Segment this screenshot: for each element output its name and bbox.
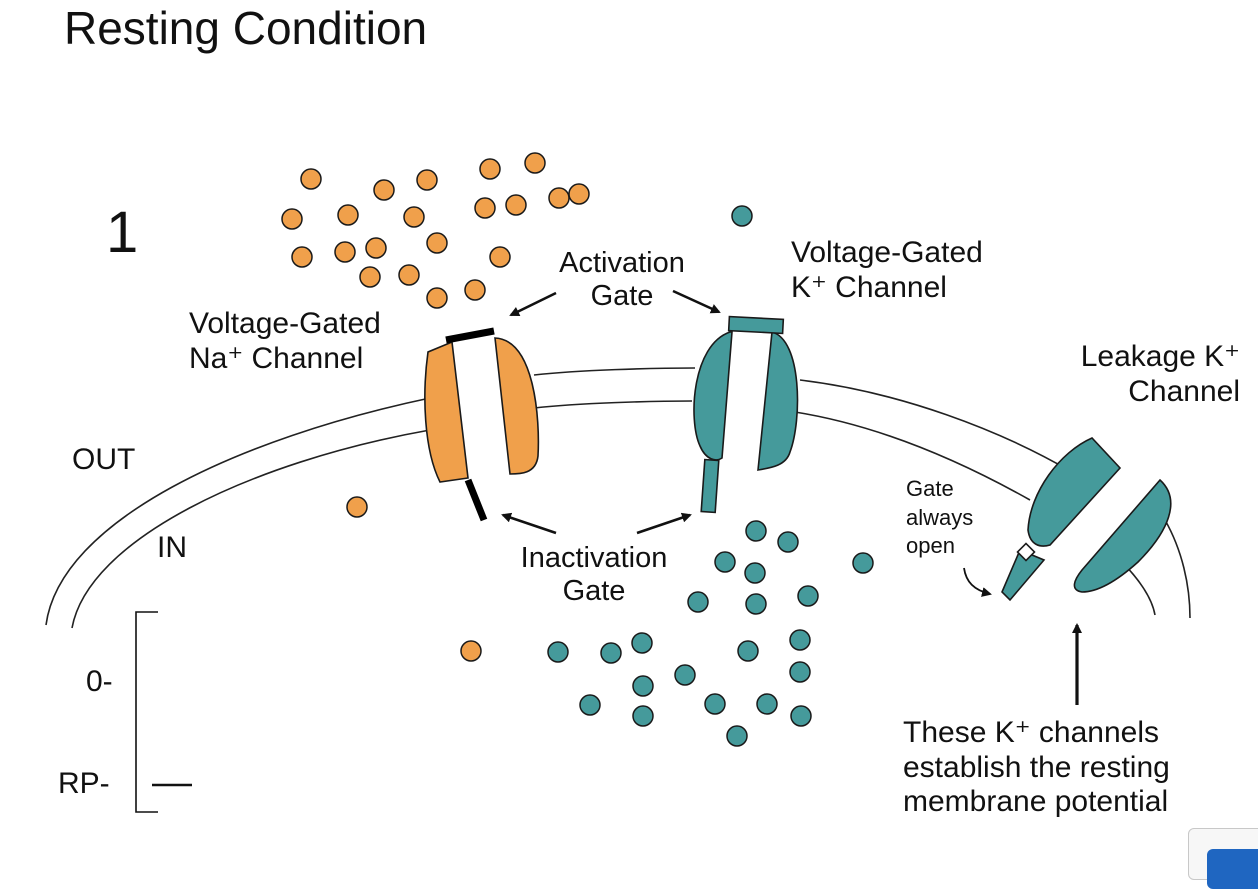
page-title: Resting Condition: [64, 2, 428, 54]
sodium-ion: [568, 183, 590, 205]
k-channel-right-subunit: [757, 330, 799, 471]
membrane-outer-left: [45, 397, 431, 626]
potassium-ion: [632, 705, 654, 727]
na-inactivation-gate: [464, 478, 488, 522]
leakage-gate-open-marker: [1016, 542, 1036, 562]
sodium-ion: [291, 246, 313, 268]
sodium-ion: [337, 204, 359, 226]
voltage-scale: [135, 611, 192, 813]
sodium-ion: [548, 187, 570, 209]
sodium-ion: [426, 232, 448, 254]
sodium-ion: [365, 237, 387, 259]
potassium-ion: [737, 640, 759, 662]
sodium-ion: [281, 208, 303, 230]
leakage-k-channel: [1001, 437, 1172, 602]
potassium-ion: [756, 693, 778, 715]
sodium-ion: [334, 241, 356, 263]
membrane-inner-right: [794, 411, 1031, 501]
in-label: IN: [157, 531, 187, 564]
potassium-ion: [704, 693, 726, 715]
leakage-channel-left-subunit: [1027, 437, 1122, 547]
k-channel-label: Voltage-Gated K⁺ Channel: [791, 236, 983, 304]
inactivation-arrow-left: [501, 512, 557, 535]
membrane-outer-end: [1164, 519, 1191, 619]
inactivation-gate-label: Inactivation Gate: [520, 542, 668, 608]
sodium-ion: [346, 496, 368, 518]
note-text: These K⁺ channels establish the resting …: [903, 716, 1170, 818]
sodium-ion: [479, 158, 501, 180]
sodium-ion: [460, 640, 482, 662]
sodium-ion: [474, 197, 496, 219]
sodium-ion: [398, 264, 420, 286]
sodium-ion: [524, 152, 546, 174]
activation-gate-label: Activation Gate: [559, 247, 685, 313]
sodium-ion: [464, 279, 486, 301]
potassium-ion: [744, 562, 766, 584]
out-label: OUT: [72, 443, 136, 476]
na-activation-gate: [445, 327, 495, 344]
membrane-inner-mid: [533, 400, 693, 409]
potassium-ion: [777, 531, 799, 553]
potassium-ion: [547, 641, 569, 663]
arrows: [501, 289, 1082, 705]
activation-arrow-left: [509, 291, 557, 317]
potassium-ion: [852, 552, 874, 574]
k-channel: [693, 315, 799, 514]
sodium-ion: [416, 169, 438, 191]
potassium-ion: [687, 591, 709, 613]
sodium-ion: [300, 168, 322, 190]
resting-condition-diagram: [45, 152, 1191, 813]
membrane-inner-left: [71, 429, 431, 629]
na-channel: [424, 327, 540, 522]
potassium-ion: [600, 642, 622, 664]
potassium-ion: [674, 664, 696, 686]
rp-mark: RP-: [58, 767, 110, 800]
potassium-ion: [789, 629, 811, 651]
potassium-ion: [714, 551, 736, 573]
potassium-ion: [631, 632, 653, 654]
sodium-ion: [359, 266, 381, 288]
sodium-ion: [373, 179, 395, 201]
sodium-ion: [403, 206, 425, 228]
corner-overlay-widget[interactable]: [1188, 828, 1258, 889]
cell-membrane: [45, 367, 1191, 629]
k-activation-gate: [727, 315, 785, 335]
gate-always-open-label: Gate always open: [906, 476, 974, 559]
curved-arrow-icon: [963, 567, 992, 597]
leakage-channel-label: Leakage K⁺ Channel: [1080, 340, 1240, 408]
potassium-ion: [632, 675, 654, 697]
potassium-ions: [547, 205, 874, 747]
sodium-ion: [426, 287, 448, 309]
potassium-ion: [579, 694, 601, 716]
potassium-ion: [726, 725, 748, 747]
na-channel-label: Voltage-Gated Na⁺ Channel: [189, 307, 381, 375]
membrane-outer-right: [799, 379, 1073, 473]
sodium-ion: [505, 194, 527, 216]
na-channel-left-subunit: [424, 340, 469, 483]
inactivation-arrow-right: [636, 512, 692, 535]
leakage-channel-right-subunit: [1073, 478, 1172, 593]
k-channel-left-subunit: [693, 331, 733, 461]
zero-mark: 0-: [86, 665, 113, 698]
sodium-ions: [281, 152, 590, 662]
potassium-ion: [745, 520, 767, 542]
step-number: 1: [106, 200, 139, 265]
potassium-ion: [789, 661, 811, 683]
k-inactivation-gate: [700, 458, 720, 514]
leakage-channel-gate-stub: [1001, 548, 1046, 602]
potassium-ion: [790, 705, 812, 727]
potassium-ion: [745, 593, 767, 615]
membrane-outer-mid: [533, 367, 696, 376]
corner-overlay-button[interactable]: [1207, 849, 1258, 889]
potassium-ion: [797, 585, 819, 607]
na-channel-right-subunit: [494, 337, 540, 475]
potassium-ion: [731, 205, 753, 227]
activation-arrow-right: [672, 289, 721, 314]
scale-bracket: [135, 611, 158, 813]
sodium-ion: [489, 246, 511, 268]
